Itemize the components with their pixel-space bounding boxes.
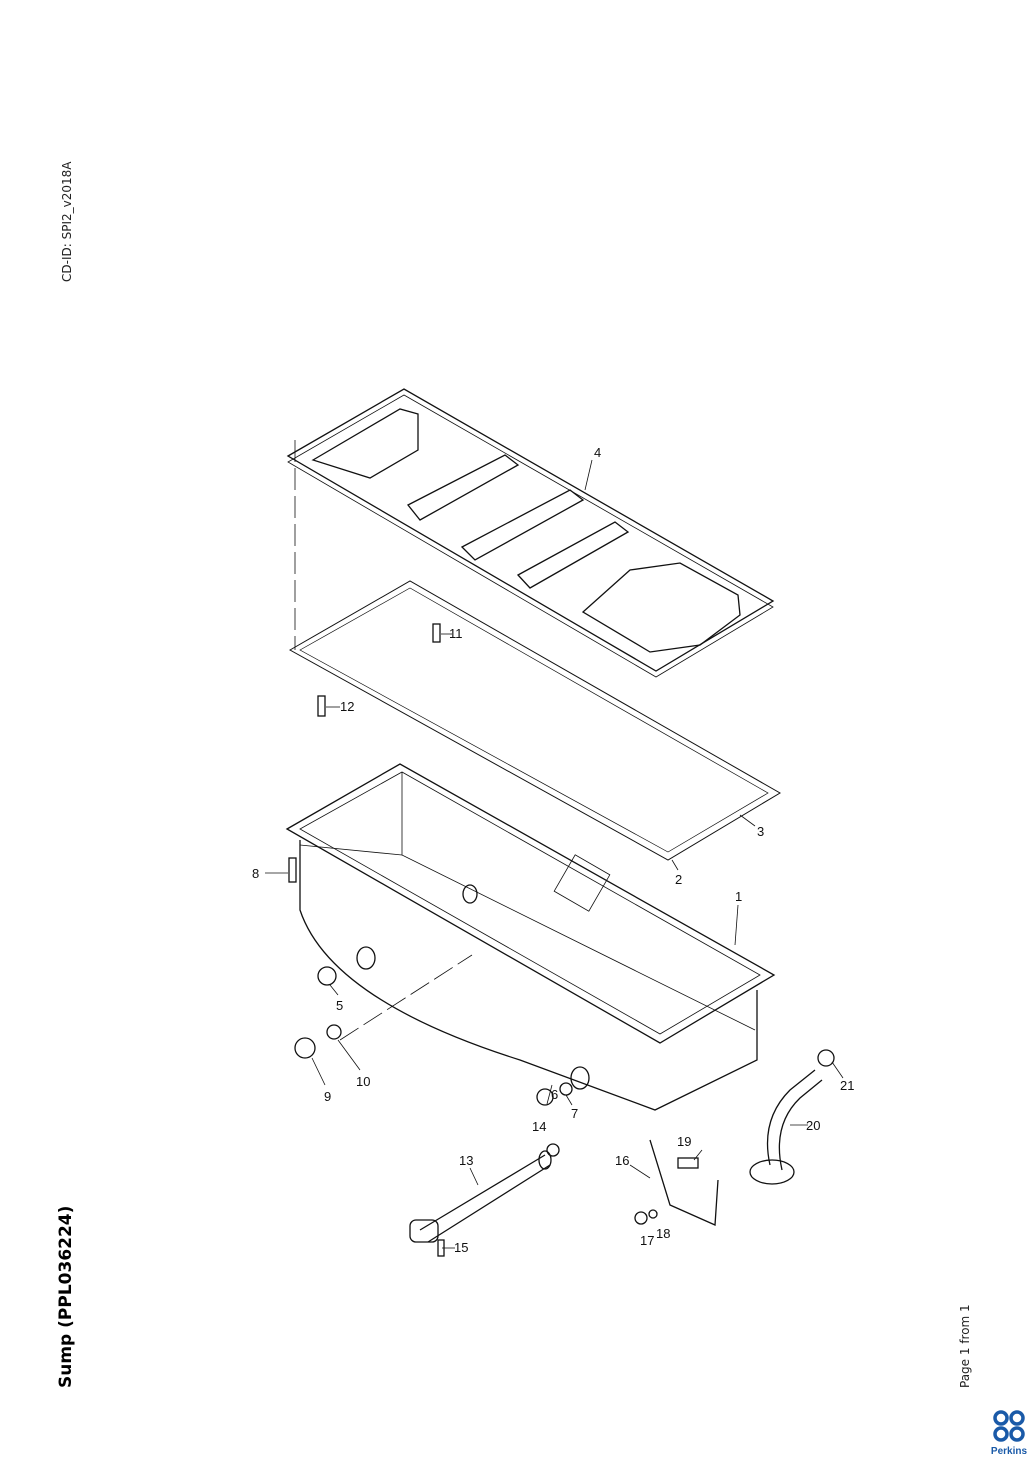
callout-12: 12 xyxy=(340,699,354,714)
part-1-sump xyxy=(285,763,776,1111)
logo-text: Perkins xyxy=(990,1446,1028,1457)
callout-9: 9 xyxy=(324,1089,331,1104)
perkins-logo: Perkins xyxy=(988,1410,1030,1457)
perkins-emblem-icon xyxy=(993,1410,1025,1442)
callout-21: 21 xyxy=(840,1078,854,1093)
callout-6: 6 xyxy=(551,1087,558,1102)
callout-10: 10 xyxy=(356,1074,370,1089)
callout-4: 4 xyxy=(594,445,601,460)
callout-8: 8 xyxy=(252,866,259,881)
callout-17: 17 xyxy=(640,1233,654,1248)
callout-1: 1 xyxy=(735,889,742,904)
callout-labels: 1 2 3 4 5 6 7 8 9 10 11 12 13 14 15 16 1… xyxy=(252,445,854,1255)
callout-13: 13 xyxy=(459,1153,473,1168)
part-3-gasket xyxy=(288,580,781,861)
callout-11: 11 xyxy=(449,626,463,641)
callout-5: 5 xyxy=(336,998,343,1013)
part-4-stiffener-plate xyxy=(286,388,775,678)
callout-7: 7 xyxy=(571,1106,578,1121)
small-parts xyxy=(288,623,835,1257)
callout-20: 20 xyxy=(806,1118,820,1133)
callout-18: 18 xyxy=(656,1226,670,1241)
callout-16: 16 xyxy=(615,1153,629,1168)
callout-3: 3 xyxy=(757,824,764,839)
leader-lines xyxy=(265,459,844,1249)
callout-14: 14 xyxy=(532,1119,546,1134)
callout-15: 15 xyxy=(454,1240,468,1255)
callout-19: 19 xyxy=(677,1134,691,1149)
callout-2: 2 xyxy=(675,872,682,887)
